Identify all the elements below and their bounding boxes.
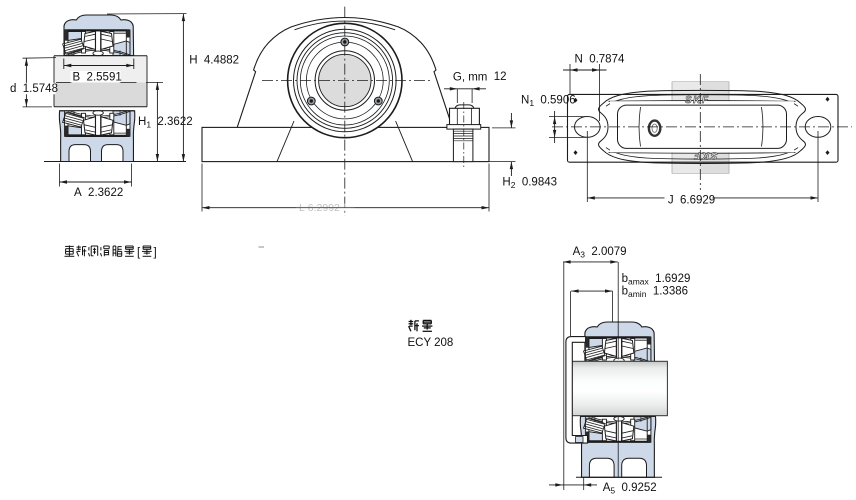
svg-text:]: ] — [154, 247, 157, 259]
svg-text:SKF: SKF — [693, 150, 718, 161]
svg-text:B 2.5591: B 2.5591 — [73, 72, 122, 84]
svg-text:H1 2.3622: H1 2.3622 — [138, 116, 193, 130]
svg-text:H2 0.9843: H2 0.9843 — [502, 176, 557, 190]
svg-text:SKF: SKF — [685, 95, 710, 106]
svg-text:J 6.6929: J 6.6929 — [668, 194, 715, 206]
svg-text:N 0.7874: N 0.7874 — [575, 53, 625, 65]
svg-text:N1 0.5906: N1 0.5906 — [521, 95, 576, 109]
svg-text:L 6.2992: L 6.2992 — [299, 202, 340, 214]
svg-text:A 2.3622: A 2.3622 — [74, 187, 123, 199]
svg-text:bamin 1.3386: bamin 1.3386 — [622, 286, 688, 300]
svg-text:A3 2.0079: A3 2.0079 — [573, 246, 627, 259]
svg-text:[: [ — [137, 247, 141, 259]
svg-text:H 4.4882: H 4.4882 — [189, 55, 239, 67]
svg-text:G, mm: G, mm — [453, 72, 488, 84]
svg-text:d 1.5748: d 1.5748 — [10, 83, 58, 95]
svg-text:A5 0.9252: A5 0.9252 — [603, 482, 657, 496]
svg-text:12: 12 — [494, 71, 507, 83]
svg-text:bamax 1.6929: bamax 1.6929 — [622, 273, 691, 287]
svg-text:ECY 208: ECY 208 — [408, 337, 454, 349]
